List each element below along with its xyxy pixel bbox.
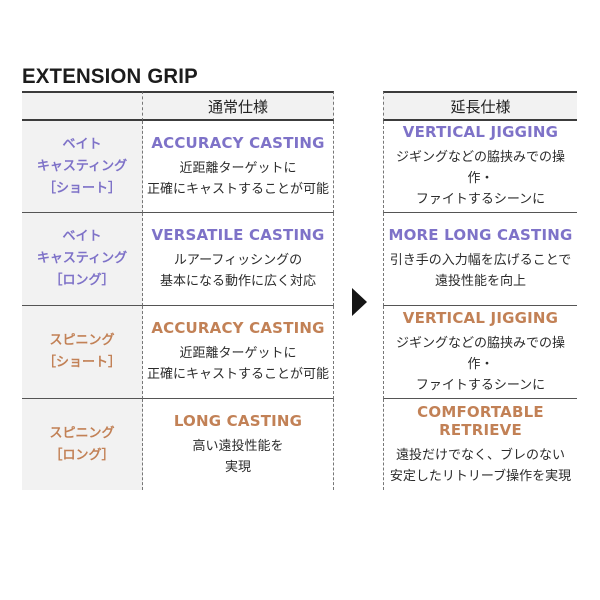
row-gap: [334, 121, 383, 213]
header-gap: [334, 91, 383, 121]
feature-description: ルアーフィッシングの 基本になる動作に広く対応: [159, 253, 316, 289]
row-category-label: ベイト キャスティング ［ロング］: [22, 213, 143, 306]
transform-arrow-right-icon: [352, 288, 367, 316]
feature-title: ACCURACY CASTING: [151, 133, 325, 152]
row-category-label: スピニング ［ロング］: [22, 399, 143, 490]
header-cell-extended-spec: 延長仕様: [383, 91, 577, 121]
feature-title: ACCURACY CASTING: [151, 319, 325, 337]
header-cell-category: [22, 91, 143, 121]
feature-title: MORE LONG CASTING: [388, 226, 573, 244]
normal-spec-cell: LONG CASTING 高い遠投性能を 実現: [143, 399, 334, 490]
feature-title: VERTICAL JIGGING: [402, 308, 559, 327]
feature-description: 引き手の入力幅を広げることで 遠投性能を向上: [389, 253, 572, 289]
feature-description: 遠投だけでなく、ブレのない 安定したリトリーブ操作を実現: [389, 447, 572, 484]
normal-spec-cell: ACCURACY CASTING 近距離ターゲットに 正確にキャストすることが可…: [143, 306, 334, 399]
feature-title: LONG CASTING: [173, 411, 303, 430]
feature-description: 近距離ターゲットに 正確にキャストすることが可能: [146, 160, 329, 197]
feature-description: 近距離ターゲットに 正確にキャストすることが可能: [146, 346, 329, 382]
extended-spec-cell: COMFORTABLE RETRIEVE 遠投だけでなく、ブレのない 安定したリ…: [383, 399, 577, 490]
feature-title: VERTICAL JIGGING: [402, 123, 559, 141]
feature-description: ジギングなどの脇挟みでの操作・ ファイトするシーンに: [395, 150, 565, 207]
feature-title: VERSATILE CASTING: [151, 226, 325, 244]
page-title: EXTENSION GRIP: [22, 65, 198, 89]
normal-spec-cell: VERSATILE CASTING ルアーフィッシングの 基本になる動作に広く対…: [143, 213, 334, 306]
comparison-table: 通常仕様 延長仕様 ベイト キャスティング ［ショート］ ACCURACY CA…: [22, 91, 577, 490]
row-gap: [334, 306, 383, 399]
extended-spec-cell: VERTICAL JIGGING ジギングなどの脇挟みでの操作・ ファイトするシ…: [383, 121, 577, 213]
normal-spec-cell: ACCURACY CASTING 近距離ターゲットに 正確にキャストすることが可…: [143, 121, 334, 213]
header-cell-normal-spec: 通常仕様: [143, 91, 334, 121]
feature-title: COMFORTABLE RETRIEVE: [417, 402, 544, 439]
row-category-label: ベイト キャスティング ［ショート］: [22, 121, 143, 213]
row-gap: [334, 399, 383, 490]
extended-spec-cell: VERTICAL JIGGING ジギングなどの脇挟みでの操作・ ファイトするシ…: [383, 306, 577, 399]
row-category-label: スピニング ［ショート］: [22, 306, 143, 399]
extended-spec-cell: MORE LONG CASTING 引き手の入力幅を広げることで 遠投性能を向上: [383, 213, 577, 306]
feature-description: 高い遠投性能を 実現: [192, 438, 284, 475]
feature-description: ジギングなどの脇挟みでの操作・ ファイトするシーンに: [395, 335, 565, 393]
